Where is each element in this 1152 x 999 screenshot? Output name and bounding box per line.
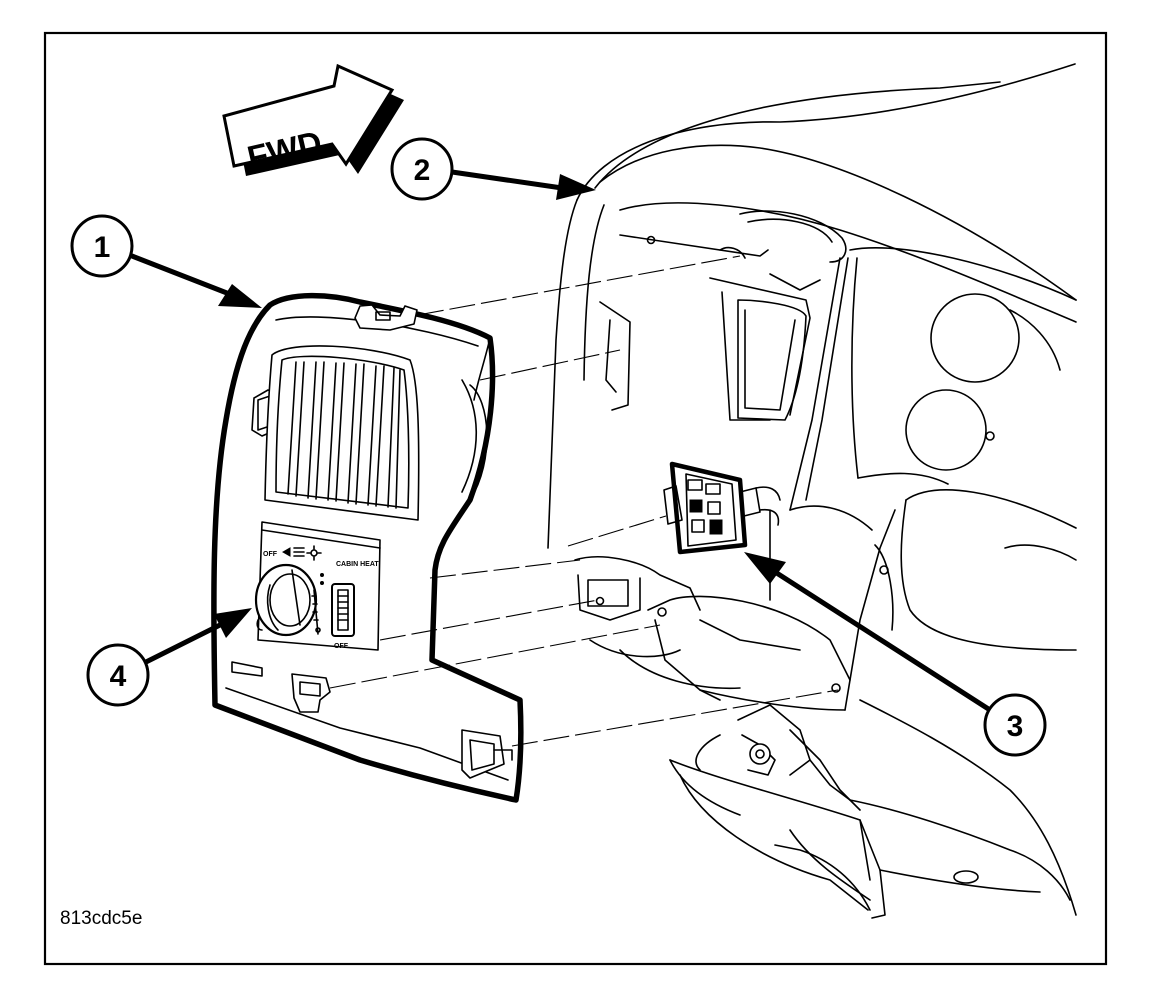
instrument-panel xyxy=(547,63,1077,919)
vent-louvers xyxy=(287,361,401,509)
cluster-bezel: OFF CABIN HEAT OFF xyxy=(211,292,524,803)
cabin-heat-label: CABIN HEAT xyxy=(336,561,379,568)
headlamp-switch: OFF xyxy=(254,545,324,637)
figure-border xyxy=(43,31,1108,966)
cabin-heat-off-label: OFF xyxy=(334,643,349,650)
callout-3-number: 3 xyxy=(1007,710,1024,743)
callout-2-number: 2 xyxy=(414,154,431,187)
switch-dial-off-label: OFF xyxy=(263,551,278,558)
callout-4-number: 4 xyxy=(110,660,127,693)
callout-1-number: 1 xyxy=(94,231,111,264)
wiring-connector xyxy=(567,461,781,555)
callout-1: 1 xyxy=(70,214,262,308)
forward-direction-arrow: FWD xyxy=(222,63,404,176)
callout-4: 4 xyxy=(86,608,252,707)
cabin-heat-wheel: CABIN HEAT OFF xyxy=(331,561,379,650)
callout-2: 2 xyxy=(390,137,596,201)
callout-3: 3 xyxy=(744,552,1047,757)
figure-id: 813cdc5e xyxy=(60,908,142,929)
alignment-lines xyxy=(329,255,839,747)
